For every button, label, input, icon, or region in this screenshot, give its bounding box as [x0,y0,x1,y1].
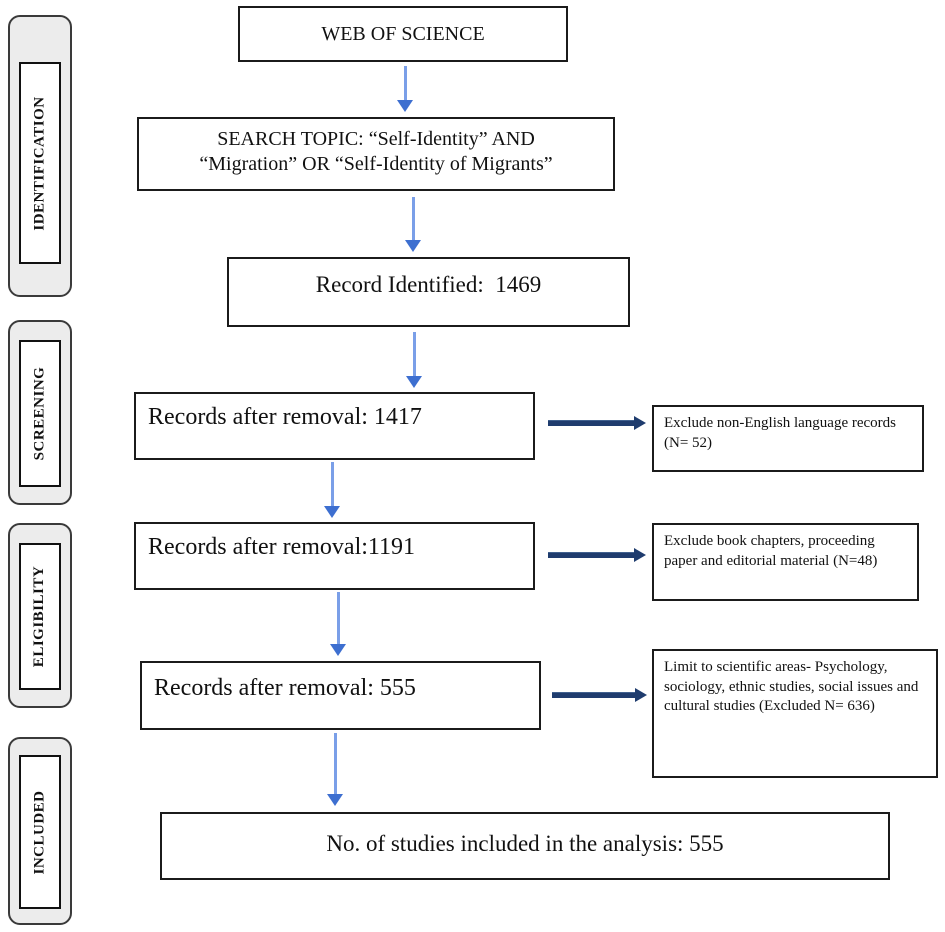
records-identified-label: Record Identified: 1469 [315,272,542,297]
down-arrow-shaft [330,462,334,506]
right-arrow-head-icon [634,548,646,562]
down-arrow-shaft [403,66,407,100]
exclusion-box-scientific-areas: Limit to scientific areas- Psychology, s… [652,649,938,778]
right-arrow-to-exclusion-2 [548,548,646,562]
flow-box-records-after-removal-1: Records after removal: 1417 [134,392,535,460]
flow-box-search-topic: SEARCH TOPIC: “Self-Identity” AND “Migra… [137,117,615,191]
stage-eligibility-label: ELIGIBILITY [31,565,48,668]
down-arrow-shaft [333,733,337,794]
exclusion-box-book-chapters: Exclude book chapters, proceeding paper … [652,523,919,601]
down-arrow-head-icon [327,794,343,806]
down-arrow-removal3-to-included [327,733,343,806]
flow-box-records-after-removal-3: Records after removal: 555 [140,661,541,730]
search-topic-line1: SEARCH TOPIC: “Self-Identity” AND [217,128,535,150]
stage-included: INCLUDED [8,737,72,925]
down-arrow-shaft [336,592,340,644]
right-arrow-to-exclusion-3 [552,688,647,702]
down-arrow-head-icon [324,506,340,518]
right-arrow-shaft [548,552,634,558]
down-arrow-shaft [412,332,416,376]
flow-box-web-of-science-label: WEB OF SCIENCE [321,23,485,45]
stage-screening-inner: SCREENING [19,340,61,487]
stage-screening-label: SCREENING [31,366,48,461]
records-after-removal-2-label: Records after removal:1191 [148,534,416,560]
down-arrow-head-icon [397,100,413,112]
exclusion-non-english-label: Exclude non-English language records (N=… [664,415,897,451]
down-arrow-identified-to-removal1 [406,332,422,388]
right-arrow-head-icon [634,416,646,430]
down-arrow-shaft [411,197,415,240]
right-arrow-to-exclusion-1 [548,416,646,430]
right-arrow-shaft [548,420,634,426]
stage-included-label: INCLUDED [31,789,48,875]
exclusion-book-chapters-label: Exclude book chapters, proceeding paper … [664,533,878,569]
flow-box-records-identified: Record Identified: 1469 [227,257,630,327]
stage-eligibility-inner: ELIGIBILITY [19,543,61,690]
down-arrow-head-icon [406,376,422,388]
flow-box-studies-included: No. of studies included in the analysis:… [160,812,890,880]
records-after-removal-3-label: Records after removal: 555 [154,675,416,701]
records-after-removal-1-label: Records after removal: 1417 [148,404,422,430]
stage-screening: SCREENING [8,320,72,505]
exclusion-scientific-areas-label: Limit to scientific areas- Psychology, s… [664,659,919,714]
studies-included-label: No. of studies included in the analysis:… [326,831,724,856]
right-arrow-shaft [552,692,635,698]
flow-box-records-after-removal-2: Records after removal:1191 [134,522,535,590]
flow-box-web-of-science: WEB OF SCIENCE [238,6,568,62]
down-arrow-search-to-identified [405,197,421,252]
down-arrow-removal1-to-removal2 [324,462,340,518]
right-arrow-head-icon [635,688,647,702]
stage-identification-inner: IDENTIFICATION [19,62,61,264]
search-topic-line2: “Migration” OR “Self-Identity of Migrant… [199,153,553,175]
stage-included-inner: INCLUDED [19,755,61,909]
down-arrow-head-icon [405,240,421,252]
down-arrow-source-to-search [397,66,413,112]
stage-eligibility: ELIGIBILITY [8,523,72,708]
exclusion-box-non-english: Exclude non-English language records (N=… [652,405,924,472]
down-arrow-removal2-to-removal3 [330,592,346,656]
stage-identification-label: IDENTIFICATION [31,95,48,231]
down-arrow-head-icon [330,644,346,656]
stage-identification: IDENTIFICATION [8,15,72,297]
